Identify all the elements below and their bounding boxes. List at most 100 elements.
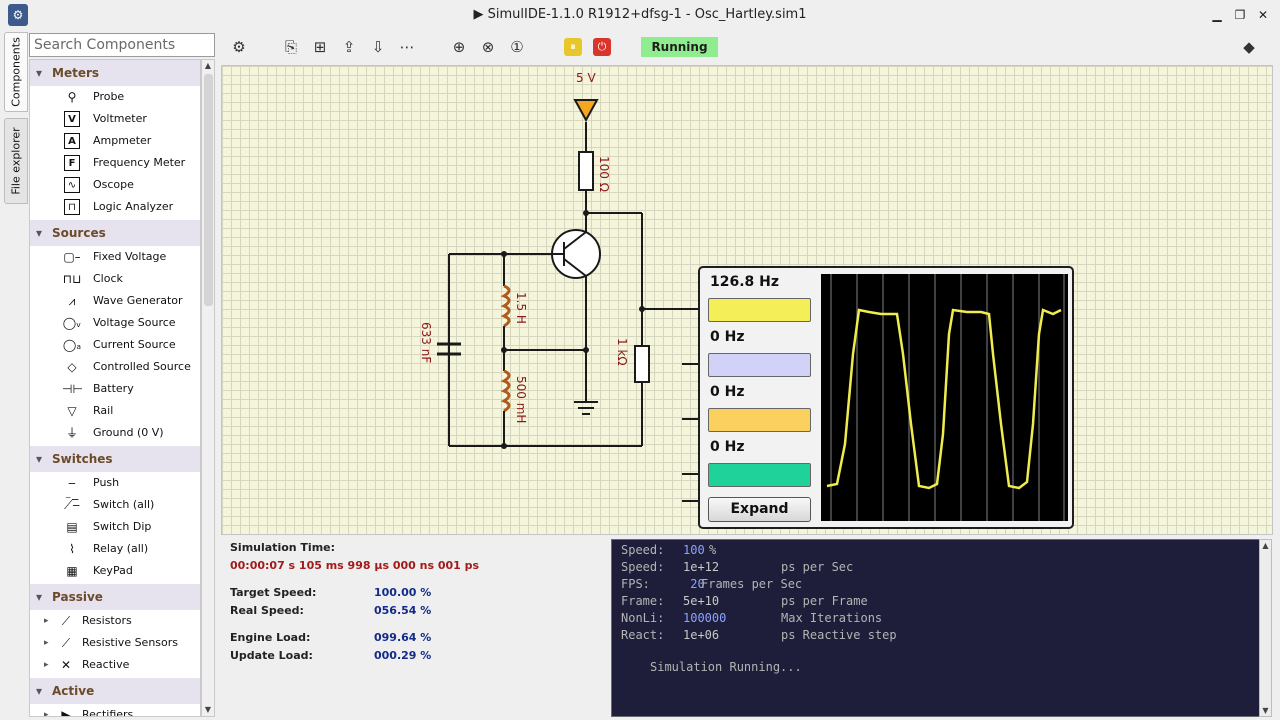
scroll-up-icon[interactable]: ▲ [1260, 540, 1271, 551]
power-stop-icon[interactable]: ⏻ [593, 38, 611, 56]
zoom-fit-icon[interactable]: ⊕ [448, 36, 470, 58]
category-active[interactable]: Active [30, 678, 200, 704]
list-item[interactable]: ◇Controlled Source [30, 356, 200, 378]
engine-load-label: Engine Load: [230, 631, 310, 644]
list-item[interactable]: ▤Switch Dip [30, 516, 200, 538]
list-item[interactable]: ⊓Logic Analyzer [30, 196, 200, 218]
list-item[interactable]: ▢–Fixed Voltage [30, 246, 200, 268]
expand-button[interactable]: Expand [708, 497, 811, 522]
console-key: Speed: [621, 542, 664, 559]
list-item[interactable]: ‒⁻‒Push [30, 472, 200, 494]
scroll-down-icon[interactable]: ▼ [202, 704, 214, 716]
console-key: Frame: [621, 593, 664, 610]
scroll-down-icon[interactable]: ▼ [1260, 705, 1271, 716]
wave-generator-icon: ⩘ [62, 293, 82, 309]
list-item[interactable]: ◯ₐCurrent Source [30, 334, 200, 356]
list-item[interactable]: ◯ᵥVoltage Source [30, 312, 200, 334]
console-value: 5e+10 [683, 593, 719, 610]
real-speed-label: Real Speed: [230, 604, 304, 617]
console-desc: % [709, 542, 716, 559]
console-key: React: [621, 627, 664, 644]
side-tabs: Components File explorer [4, 32, 28, 212]
oscope-screen [821, 274, 1068, 521]
zoom-one-icon[interactable]: ① [506, 36, 528, 58]
category-meters[interactable]: Meters [30, 60, 200, 86]
console-row: Frame:5e+10ps per Frame [621, 593, 1250, 610]
toolbar: ⚙ ⎘ ⊞ ⇪ ⇩ ⋯ ⊕ ⊗ ① ⏸ ⏻ Running ◆ [220, 32, 1280, 62]
resistive-sensor-icon: ⟋ [56, 635, 76, 651]
list-item[interactable]: ▽Rail [30, 400, 200, 422]
expand-arrow-icon[interactable]: ▸ [44, 610, 49, 632]
list-item[interactable]: ⊣⊢Battery [30, 378, 200, 400]
scroll-thumb[interactable] [204, 74, 213, 306]
tab-components[interactable]: Components [4, 32, 28, 112]
ground-icon: ⏚ [62, 425, 82, 441]
expand-arrow-icon[interactable]: ▸ [44, 632, 49, 654]
list-item[interactable]: ▸⟋Resistive Sensors [30, 632, 200, 654]
console-scrollbar[interactable]: ▲ ▼ [1259, 539, 1272, 717]
channel-4-swatch[interactable] [708, 463, 811, 487]
capacitor-label: 633 nF [419, 322, 433, 363]
supply-voltage-label: 5 V [576, 71, 596, 85]
list-item[interactable]: ⟋‒Switch (all) [30, 494, 200, 516]
list-item[interactable]: ▸▶Rectifiers [30, 704, 200, 717]
new-circuit-icon[interactable]: ⊞ [309, 36, 331, 58]
console-value: 1e+06 [683, 627, 719, 644]
save-icon[interactable]: ⇩ [367, 36, 389, 58]
expand-arrow-icon[interactable]: ▸ [44, 654, 49, 676]
clock-icon: ⊓⊔ [62, 271, 82, 287]
list-item[interactable]: ▸✕Reactive [30, 654, 200, 676]
console-key: FPS: [621, 576, 650, 593]
update-load-label: Update Load: [230, 649, 313, 662]
category-switches[interactable]: Switches [30, 446, 200, 472]
list-item[interactable]: ⏚Ground (0 V) [30, 422, 200, 444]
scroll-up-icon[interactable]: ▲ [202, 60, 214, 72]
settings-gear-icon[interactable]: ⚙ [228, 36, 250, 58]
minimize-button[interactable]: ▁ [1208, 6, 1226, 24]
list-item[interactable]: ▸⟋Resistors [30, 610, 200, 632]
save-as-icon[interactable]: ⋯ [396, 36, 418, 58]
engine-load-value: 099.64 % [374, 631, 431, 644]
console-row: Speed: 100% [621, 542, 1250, 559]
info-menu-icon[interactable]: ◆ [1238, 36, 1260, 58]
search-input[interactable] [29, 33, 215, 57]
circuit-canvas[interactable]: 5 V 100 Ω 1 kΩ 1.5 H 500 mH 633 nF 126.8… [221, 65, 1273, 535]
list-item[interactable]: ⩘Wave Generator [30, 290, 200, 312]
expand-arrow-icon[interactable]: ▸ [44, 704, 49, 717]
list-item[interactable]: ⚲Probe [30, 86, 200, 108]
list-item[interactable]: AAmpmeter [30, 130, 200, 152]
rectifier-icon: ▶ [56, 707, 76, 717]
tree-scrollbar[interactable]: ▲ ▼ [201, 59, 215, 717]
frequency-meter-icon: F [64, 155, 80, 171]
current-source-icon: ◯ₐ [62, 337, 82, 353]
open-folder-icon[interactable]: ⇪ [338, 36, 360, 58]
oscope-widget[interactable]: 126.8 Hz 0 Hz 0 Hz 0 Hz Expand [698, 266, 1074, 529]
list-item[interactable]: VVoltmeter [30, 108, 200, 130]
target-speed-value: 100.00 % [374, 586, 431, 599]
maximize-button[interactable]: ❐ [1231, 6, 1249, 24]
channel-1-swatch[interactable] [708, 298, 811, 322]
channel-3-swatch[interactable] [708, 408, 811, 432]
category-sources[interactable]: Sources [30, 220, 200, 246]
console-row: FPS: 20Frames per Sec [621, 576, 1250, 593]
pause-simulation-icon[interactable]: ⏸ [564, 38, 582, 56]
list-item[interactable]: ⊓⊔Clock [30, 268, 200, 290]
inductor-2-label: 500 mH [514, 376, 528, 423]
console-value: 100 [683, 542, 705, 559]
channel-2-swatch[interactable] [708, 353, 811, 377]
supply-rail-icon[interactable] [575, 100, 597, 120]
ampmeter-icon: A [64, 133, 80, 149]
probe-icon: ⚲ [62, 89, 82, 105]
list-item[interactable]: ⌇Relay (all) [30, 538, 200, 560]
list-item[interactable]: ∿Oscope [30, 174, 200, 196]
list-item[interactable]: FFrequency Meter [30, 152, 200, 174]
channel-2-frequency: 0 Hz [710, 329, 744, 345]
console-output[interactable]: Speed:100%Speed:1e+12ps per SecFPS: 20Fr… [611, 539, 1260, 717]
voltmeter-icon: V [64, 111, 80, 127]
zoom-selection-icon[interactable]: ⊗ [477, 36, 499, 58]
category-passive[interactable]: Passive [30, 584, 200, 610]
close-button[interactable]: ✕ [1254, 6, 1272, 24]
list-item[interactable]: ▦KeyPad [30, 560, 200, 582]
recent-files-icon[interactable]: ⎘ [280, 36, 302, 58]
tab-file-explorer[interactable]: File explorer [4, 118, 28, 204]
